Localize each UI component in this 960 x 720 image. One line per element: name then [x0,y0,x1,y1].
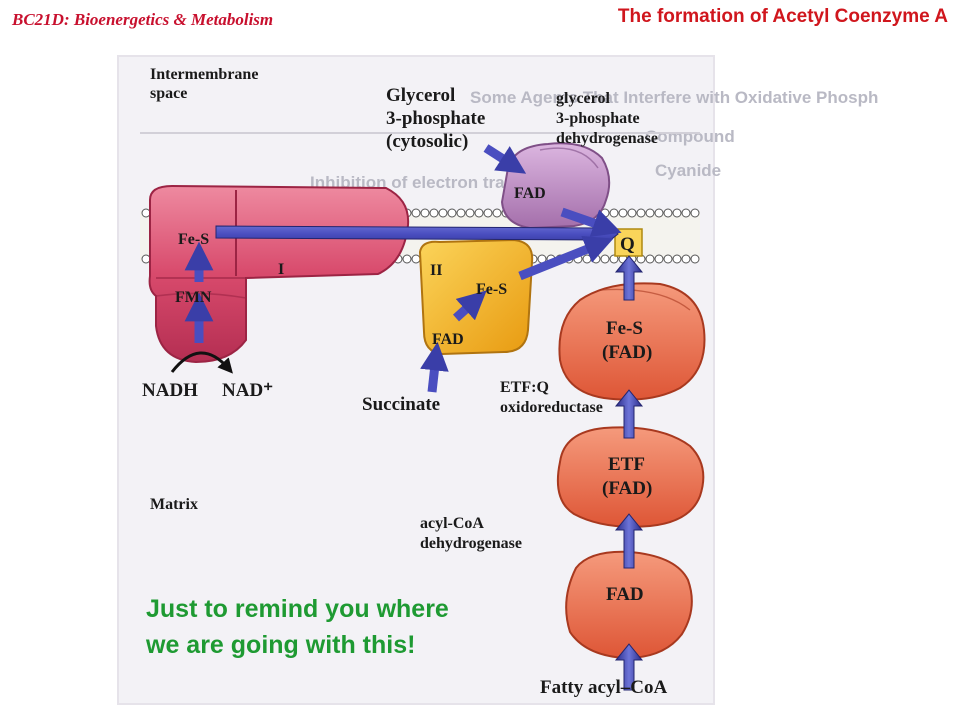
lipid-head [438,208,448,218]
lipid-head [645,254,655,264]
lipid-head [429,208,439,218]
lipid-head [672,208,682,218]
electron-flow-arrow [420,235,614,393]
lipid-head [456,208,466,218]
lipid-head [420,208,430,218]
acyl-coa-dehydrogenase-fad-label: FAD [606,584,644,605]
complex-ii-label: II [430,262,442,279]
lipid-head [663,254,673,264]
etf-fad-label: (FAD) [602,478,652,499]
reminder-note: Just to remind you where [146,595,449,623]
intermembrane-space-label: Intermembrane [150,66,258,83]
lipid-head [672,254,682,264]
lipid-head [654,208,664,218]
etfq-oxidoreductase-label: ETF:Q [500,379,549,396]
lipid-head [618,208,628,218]
lipid-head [411,254,421,264]
glycerol-3-phosphate-dehydrogenase [500,142,611,230]
background-table-cell: Cyanide [655,161,721,180]
etfq-fad-label: (FAD) [602,342,652,363]
intermembrane-space-label: space [150,85,187,102]
acyl-coa-dehydrogenase-label: dehydrogenase [420,535,522,552]
slide-title: The formation of Acetyl Coenzyme A [617,6,948,27]
lipid-head [627,208,637,218]
background-table-header: Compound [645,127,735,146]
nadh-label: NADH [142,380,198,401]
glycerol-3-phosphate-label: Glycerol [386,85,455,106]
background-table-title: Some Agents That Interfere with Oxidativ… [470,88,878,107]
fatty-acyl-coa-label: Fatty acyl–CoA [540,677,667,698]
nadh-oxidation-arrow [170,351,233,374]
g3pdh-fad-label: FAD [514,185,546,202]
lipid-head [141,208,151,218]
electron-transferring-flavoprotein [556,426,705,528]
lipid-head [681,254,691,264]
acyl-coa-dehydrogenase-label: acyl-CoA [420,515,484,532]
lipid-head [483,208,493,218]
lipid-head [474,208,484,218]
lipid-head [591,254,601,264]
glycerol-3-phosphate-label: 3-phosphate [386,108,485,129]
lipid-head [681,208,691,218]
q-label: Q [620,234,635,255]
etfq-fes-label: Fe-S [606,318,643,339]
complex-ii-fad-label: FAD [432,331,464,348]
glycerol-3-phosphate-dehydrogenase-label: 3-phosphate [556,110,640,127]
nad-plus-label: NAD⁺ [222,380,273,401]
lipid-head [645,208,655,218]
complex-ii-fes-label: Fe-S [476,281,507,298]
etf-label: ETF [608,454,645,475]
lipid-head [690,254,700,264]
etf-q-oxidoreductase [558,282,706,401]
electron-flow-arrow [483,144,622,237]
lipid-head [402,254,412,264]
course-title: BC21D: Bioenergetics & Metabolism [12,10,274,29]
glycerol-3-phosphate-dehydrogenase-label: glycerol [556,90,610,107]
lipid-head [447,208,457,218]
glycerol-3-phosphate-dehydrogenase-label: dehydrogenase [556,130,658,147]
lipid-head [654,254,664,264]
lipid-head [663,208,673,218]
lipid-head [609,208,619,218]
complex-i-fes-label: Fe-S [178,231,209,248]
lipid-head [582,254,592,264]
succinate-label: Succinate [362,394,440,415]
electron-flow-arrow [614,255,644,691]
matrix-label: Matrix [150,496,198,513]
lipid-head [636,208,646,218]
lipid-head [492,208,502,218]
lipid-head [690,208,700,218]
lipid-head [600,254,610,264]
complex-i-fmn-label: FMN [175,289,212,306]
lipid-head [465,208,475,218]
lipid-head [141,254,151,264]
lipid-head [411,208,421,218]
reminder-note: we are going with this! [145,631,415,659]
glycerol-3-phosphate-label: (cytosolic) [386,131,468,152]
etfq-oxidoreductase-label: oxidoreductase [500,399,603,416]
complex-i-label: I [278,261,284,278]
